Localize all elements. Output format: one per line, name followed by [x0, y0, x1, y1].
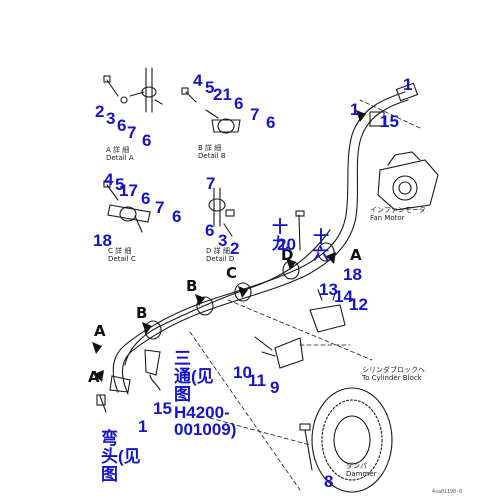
- view-letter-c1: C: [226, 264, 238, 282]
- detail-d-parts: [208, 187, 235, 237]
- callout-2-a: 2: [95, 102, 105, 121]
- main-hose-inner: [121, 99, 409, 395]
- view-arrow-a-top: [92, 342, 102, 354]
- cylinder-block-en: To Cylinder Block: [362, 374, 422, 383]
- callout-11: 11: [248, 371, 266, 390]
- chinese-mark-1: 十 九: [272, 219, 289, 253]
- view-arrow-b2: [195, 294, 205, 306]
- document-id: 4sa01190-0: [432, 489, 463, 495]
- detail-a-parts: [103, 67, 163, 113]
- secondary-hose: [124, 229, 331, 366]
- view-arrow-a-bot: [94, 370, 104, 382]
- view-arrow-a-right: [326, 252, 336, 264]
- fan-motor-en: Fan Motor: [370, 214, 405, 223]
- view-letter-a-top: A: [94, 322, 106, 340]
- fan-motor-label: インファンモータ Fan Motor: [370, 206, 426, 222]
- view-arrow-c1: [238, 286, 248, 298]
- callout-12: 12: [349, 295, 368, 314]
- callout-3-a: 3: [106, 109, 116, 128]
- view-letter-b1: B: [136, 304, 148, 322]
- detail-d-jp: D 詳 細: [206, 247, 230, 255]
- callout-10: 10: [233, 363, 252, 382]
- detail-b-en: Detail B: [198, 152, 226, 161]
- tee-note: 三 通(见 图 H4200- 001009): [174, 349, 237, 440]
- callout-1-bot: 1: [138, 417, 148, 436]
- fan-motor-jp: インファンモータ: [370, 206, 426, 214]
- callout-8: 8: [324, 472, 334, 491]
- callout-6-b2: 6: [266, 113, 276, 132]
- detail-b-jp: B 詳 細: [198, 144, 222, 152]
- callout-15-bot: 15: [153, 399, 172, 418]
- callout-9: 9: [270, 378, 280, 397]
- callout-6-c2: 6: [172, 207, 182, 226]
- callout-7-d: 7: [206, 174, 216, 193]
- view-arrow-d1: [286, 258, 296, 270]
- detail-b-parts: [181, 87, 241, 134]
- detail-c-parts: [103, 180, 151, 233]
- damper-label: ダンパ Dammer: [346, 462, 377, 478]
- callout-18-main: 18: [343, 265, 362, 284]
- view-letter-a-right: A: [350, 246, 362, 264]
- callout-7-a: 7: [127, 123, 137, 142]
- fan-motor-drawing: [377, 151, 439, 211]
- callout-20: 20: [277, 235, 296, 254]
- callout-21-b: 21: [213, 85, 232, 104]
- callout-6-c1: 6: [141, 189, 151, 208]
- callout-6-d: 6: [205, 221, 215, 240]
- callout-2-d: 2: [230, 239, 240, 258]
- view-arrow-top: [356, 110, 366, 122]
- detail-a-jp: A 詳 細: [106, 146, 130, 154]
- detail-d-en: Detail D: [206, 255, 235, 264]
- callout-18-c: 18: [93, 231, 112, 250]
- detail-c-label: C 詳 細 Detail C: [108, 247, 136, 263]
- callout-5-c: 5: [115, 175, 125, 194]
- callout-13: 13: [319, 280, 338, 299]
- detail-d-label: D 詳 細 Detail D: [206, 247, 234, 263]
- view-letter-a-bot: A: [88, 368, 100, 386]
- damper-en: Dammer: [346, 470, 377, 479]
- callout-6-a2: 6: [142, 131, 152, 150]
- callout-6-b1: 6: [234, 94, 244, 113]
- callout-4-c: 4: [104, 170, 114, 189]
- elbow-note: 弯 头(见 图: [101, 429, 141, 484]
- callout-14: 14: [334, 287, 353, 306]
- damper-drawing: [311, 387, 393, 493]
- callout-17-c: 17: [119, 181, 138, 200]
- view-arrow-b1: [142, 322, 152, 334]
- callout-15-top: 15: [380, 112, 399, 131]
- callout-4-b: 4: [193, 71, 203, 90]
- bracket-9: [274, 337, 304, 369]
- callout-7-c: 7: [155, 198, 165, 217]
- bracket-12: [309, 304, 346, 333]
- view-letter-b2: B: [186, 277, 198, 295]
- detail-c-en: Detail C: [108, 255, 136, 264]
- damper-jp: ダンパ: [346, 462, 367, 470]
- cylinder-block-jp: シリンダブロックへ: [362, 366, 425, 374]
- view-letter-d1: D: [281, 246, 294, 264]
- detail-b-label: B 詳 細 Detail B: [198, 144, 226, 160]
- callout-3-d: 3: [218, 231, 228, 250]
- main-hose-outer: [112, 91, 406, 393]
- cylinder-block-label: シリンダブロックへ To Cylinder Block: [362, 366, 425, 382]
- detail-a-label: A 詳 細 Detail A: [106, 146, 134, 162]
- elbow-fitting: [109, 375, 131, 393]
- callout-1-top: 1: [403, 75, 413, 94]
- detail-c-jp: C 詳 細: [108, 247, 132, 255]
- callout-7-b: 7: [250, 105, 260, 124]
- callout-5-b: 5: [205, 78, 215, 97]
- chinese-mark-2: 十 六: [313, 229, 330, 263]
- tee-fitting: [144, 349, 161, 376]
- callout-1-left: 1: [350, 100, 360, 119]
- callout-6-a1: 6: [117, 116, 127, 135]
- detail-a-en: Detail A: [106, 154, 134, 163]
